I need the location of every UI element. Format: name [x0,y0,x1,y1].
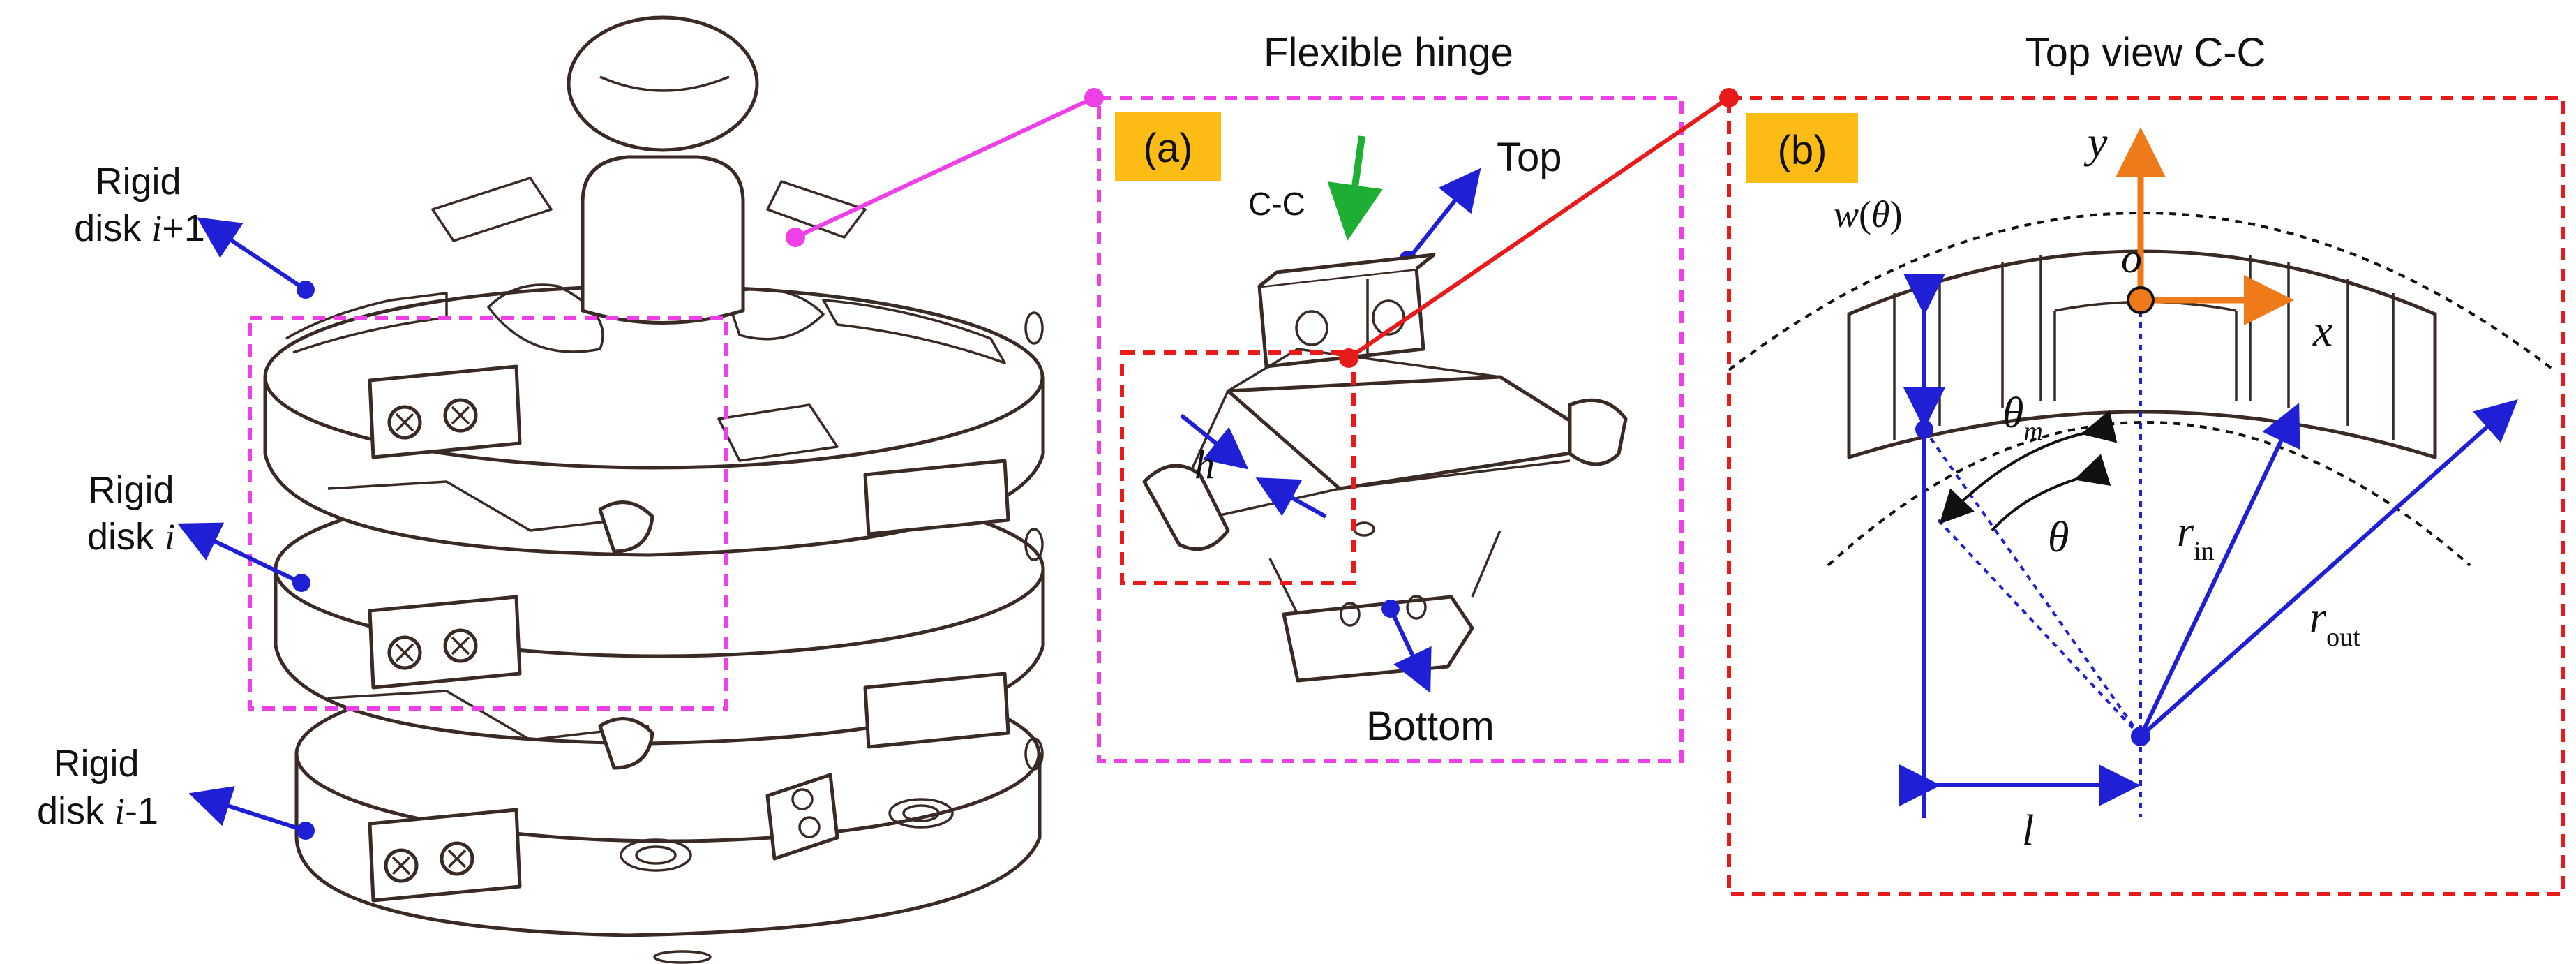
hinge-leader-line [794,96,1095,239]
hinge-bottom-label: Bottom [1366,704,1495,749]
panel-b-title: Top view C-C [2025,30,2266,75]
hinge-top-label: Top [1497,135,1562,180]
theta-m-label: θm [2002,390,2043,446]
panel-a-title: Flexible hinge [1264,30,1513,75]
disk-pointer-arrows [177,217,315,840]
rigid-disk-mid-label-line2: disk i [87,516,175,558]
rigid-disk-top-label-line2: disk i+1 [74,207,205,249]
arrow-icon [177,522,303,585]
y-axis-label: y [2083,117,2108,167]
coordinate-axes [2116,127,2294,325]
arrow-icon [1388,607,1432,693]
flexible-hinge-drawing [1142,253,1628,683]
panel-b-tag: (b) [1778,128,1827,173]
origin-label: o [2121,235,2142,281]
x-axis-label: x [2312,306,2332,355]
r-out-label: rout [2309,594,2360,652]
arrow-icon [188,786,306,833]
w-theta-label: w(θ) [1834,193,1903,235]
panel-a-tag: (a) [1144,126,1193,171]
panel-a-frame [1097,96,1684,763]
section-view-box [1120,350,1356,585]
theta-label: θ [2048,514,2069,561]
dot-icon [1381,600,1400,618]
rigid-disk-mid-label-line1: Rigid [88,469,174,511]
dot-icon [292,574,310,592]
arrow-icon [1406,168,1481,261]
arrow-icon [197,217,307,292]
l-dimension-label: l [2022,807,2034,854]
dot-icon [1339,348,1358,368]
panel-a-tag-bg [1115,112,1221,181]
rigid-disk-bottom-label-line1: Rigid [53,743,139,785]
rigid-disk-top-label-line1: Rigid [95,161,181,202]
hinge-focus-box [248,316,728,711]
disk-stack-drawing [263,15,1045,964]
dot-icon [297,822,315,840]
section-cc-label: C-C [1248,186,1305,222]
arrow-icon [1180,413,1249,470]
thickness-h-symbol: h [1195,442,1215,487]
dot-icon [297,281,315,299]
r-in-label: rin [2177,508,2215,566]
arrow-icon [1327,135,1383,241]
rigid-disk-bottom-label-line2: disk i-1 [37,790,158,832]
origin-dot-icon [2127,286,2155,314]
dot-icon [786,228,805,247]
panel-b-tag-bg [1746,113,1858,183]
dot-icon [1084,88,1104,107]
arrow-icon [1255,477,1327,519]
section-leader-line [1347,96,1730,360]
